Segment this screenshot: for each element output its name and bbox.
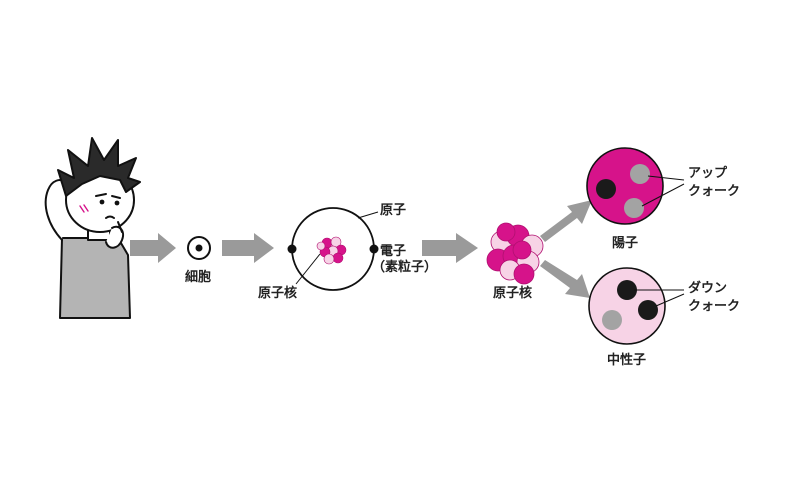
arrow-to-neutron: [540, 260, 590, 298]
label-proton: 陽子: [612, 236, 639, 251]
atom-nucleus-cluster: [316, 236, 347, 265]
arrow-3: [422, 233, 478, 263]
label-neutron: 中性子: [607, 353, 647, 368]
label-atom: 原子: [380, 203, 407, 218]
label-elementary-particle: （素粒子）: [372, 260, 438, 275]
label-down-quark-1: ダウン: [688, 281, 728, 296]
atom-icon: [287, 207, 379, 291]
label-nucleus: 原子核: [258, 286, 298, 301]
cell-icon: [187, 236, 211, 260]
label-cell: 細胞: [185, 270, 212, 285]
neutron-icon: [588, 267, 685, 345]
arrow-1: [130, 233, 176, 263]
label-up-quark-2: クォーク: [688, 184, 741, 199]
label-electron: 電子: [380, 244, 407, 259]
proton-icon: [586, 147, 685, 225]
nucleus-cluster: [486, 222, 544, 285]
label-down-quark-2: クォーク: [688, 299, 741, 314]
thinking-boy-illustration: [44, 137, 141, 319]
label-nucleus-2: 原子核: [493, 286, 533, 301]
arrow-2: [222, 233, 274, 263]
label-up-quark-1: アップ: [688, 166, 728, 181]
arrow-to-proton: [540, 200, 592, 242]
